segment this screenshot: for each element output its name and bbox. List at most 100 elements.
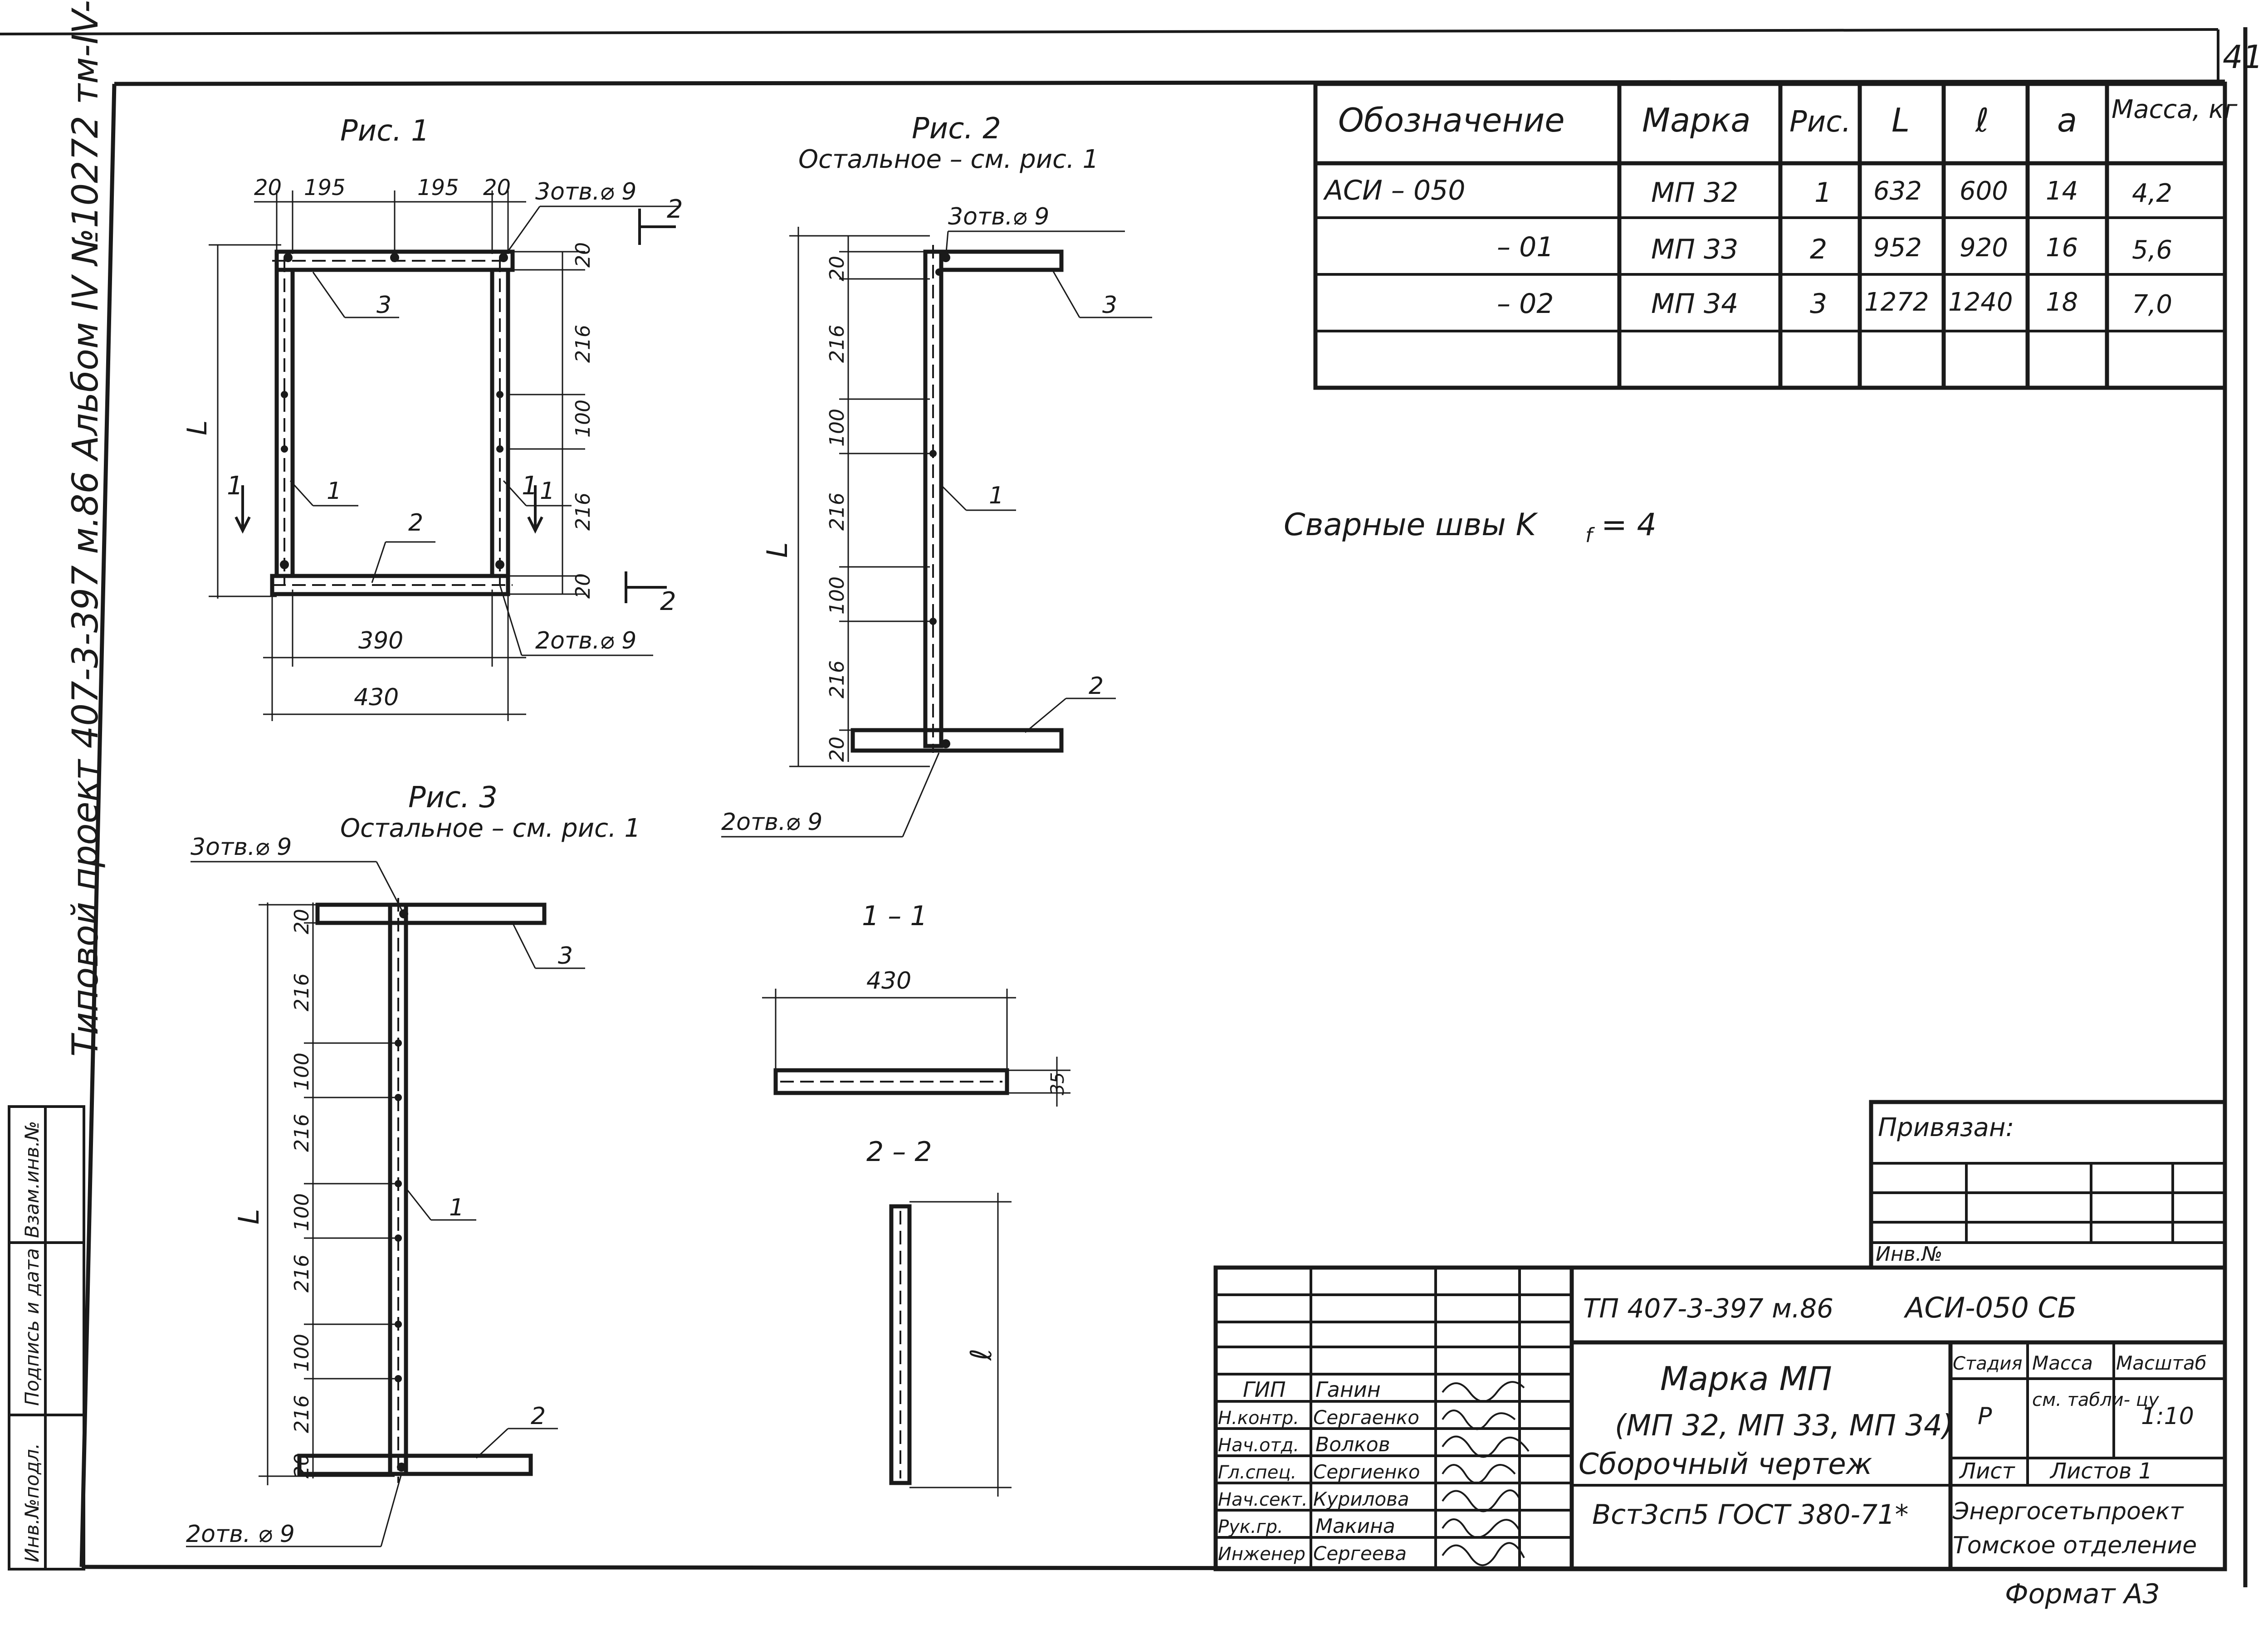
spec-r1-l: 920 (1960, 233, 2008, 263)
fig3-subtitle: Остальное – см. рис. 1 (340, 814, 640, 843)
fig3-dim-left-7: 216 (290, 1395, 313, 1433)
fig2-dim-left-1: 216 (826, 325, 849, 363)
weld-note-value: = 4 (1601, 507, 1657, 543)
fig1-holes (280, 253, 508, 569)
fig1-cut-1a: 1 (227, 471, 243, 501)
fig2-dim-left-4: 100 (826, 576, 849, 615)
sig-role-4: Нач.сект. (1218, 1489, 1308, 1510)
fig1-cut-1b: 1 (522, 471, 538, 501)
fig1-dim-right-0: 20 (572, 242, 595, 268)
side-project-text: Типовой проект 407-3-397 м.86 Альбом IV … (65, 0, 106, 1057)
fig2-pos-3: 3 (1102, 292, 1117, 319)
fig2-pos-1: 1 (989, 482, 1004, 509)
sig-name-5: Макина (1315, 1515, 1395, 1538)
sig-name-2: Волков (1315, 1433, 1390, 1456)
sig-role-6: Инженер (1218, 1544, 1305, 1565)
fig1-dim-height: L (181, 420, 213, 435)
fig1-dim-outer: 430 (354, 684, 399, 711)
fig3-dim-height: L (232, 1209, 265, 1224)
spec-header-mass: Масса, кг (2112, 95, 2238, 124)
spec-r1-L: 952 (1873, 233, 1922, 263)
binding-title: Привязан: (1878, 1113, 2014, 1142)
fig1-dim-right-2: 100 (572, 400, 595, 438)
section11-dim-height: 35 (1047, 1072, 1068, 1095)
figure-1: Рис. 1 20 195 195 20 3отв.⌀ 9 (181, 114, 683, 721)
spec-header-a: a (2057, 101, 2077, 139)
section11-dim-width: 430 (866, 967, 911, 995)
fig1-dim-right-3: 216 (572, 493, 595, 531)
sig-role-3: Гл.спец. (1218, 1462, 1296, 1483)
title-block: ГИП Ганин Н.контр. Сергаенко Нач.отд. Во… (1213, 1265, 2227, 1571)
figure-3: Рис. 3 Остальное – см. рис. 1 3отв.⌀ 9 3… (186, 781, 640, 1548)
tb-mass-header: Масса (2032, 1352, 2093, 1374)
tb-scale: 1:10 (2141, 1403, 2194, 1430)
fig2-dim-left-5: 216 (826, 660, 849, 698)
fig3-title: Рис. 3 (408, 781, 498, 815)
fig2-subtitle: Остальное – см. рис. 1 (798, 145, 1099, 174)
fig3-holes (395, 909, 408, 1472)
spec-r0-l: 600 (1960, 176, 2008, 206)
sig-name-4: Курилова (1313, 1488, 1409, 1510)
weld-note-text: Сварные швы K (1284, 507, 1539, 543)
spec-r0-fig: 1 (1814, 177, 1832, 209)
spec-r1-mark: МП 33 (1651, 234, 1738, 265)
tb-org-line1: Энергосетьпроект (1952, 1498, 2184, 1525)
spec-r1-fig: 2 (1810, 234, 1827, 265)
spec-r0-mark: МП 32 (1651, 177, 1738, 209)
fig1-dim-top-3: 20 (483, 175, 511, 200)
spec-header-mark: Марка (1642, 101, 1751, 139)
spec-r2-mass: 7,0 (2132, 290, 2172, 319)
fig1-cut-2b: 2 (660, 587, 676, 616)
side-box-replace: Взам.инв.№ (21, 1121, 43, 1238)
weld-note-sub: f (1585, 524, 1595, 547)
spec-r2-l: 1240 (1948, 288, 2013, 317)
weld-note: Сварные швы K f = 4 (1284, 507, 1657, 547)
fig1-note-top-holes: 3отв.⌀ 9 (535, 178, 636, 205)
fig2-title: Рис. 2 (912, 112, 1001, 146)
tb-name-line1: Марка МП (1660, 1360, 1832, 1398)
format-label: Формат А3 (2005, 1578, 2160, 1610)
spec-r2-designation: – 02 (1497, 288, 1554, 320)
side-box-inv: Инв.№подл. (21, 1443, 43, 1562)
fig2-dim-left-3: 216 (826, 493, 849, 531)
sig-role-2: Нач.отд. (1218, 1435, 1299, 1456)
fig1-cut-2a: 2 (667, 195, 683, 224)
binding-inv: Инв.№ (1876, 1243, 1942, 1266)
tb-name-line3: Сборочный чертеж (1579, 1448, 1872, 1481)
section-2-2: 2 – 2 ℓ (866, 1136, 1012, 1497)
spec-r0-designation: АСИ – 050 (1323, 175, 1466, 206)
fig3-dim-left-4: 100 (290, 1193, 313, 1231)
side-stamp: Типовой проект 407-3-397 м.86 Альбом IV … (8, 0, 106, 1571)
spec-r1-a: 16 (2046, 233, 2078, 263)
fig2-dim-left-2: 100 (826, 409, 849, 447)
sig-role-0: ГИП (1243, 1377, 1286, 1402)
tb-stage: Р (1978, 1403, 1992, 1430)
binding-box: Привязан: Инв.№ (1869, 1100, 2227, 1270)
fig1-dim-right-4: 20 (572, 573, 595, 599)
fig1-pos-1a: 1 (327, 478, 342, 505)
section11-title: 1 – 1 (862, 900, 928, 932)
fig1-title: Рис. 1 (340, 114, 430, 148)
section-1-1: 1 – 1 430 35 (762, 900, 1070, 1107)
fig3-dim-left-1: 216 (290, 973, 313, 1011)
fig1-note-bottom-holes: 2отв.⌀ 9 (535, 627, 636, 654)
spec-r1-mass: 5,6 (2132, 235, 2172, 265)
spec-table: Обозначение Марка Рис. L ℓ a Масса, кг А… (1313, 82, 2238, 390)
tb-sheets-label: Листов 1 (2049, 1458, 2152, 1484)
tb-scale-header: Масштаб (2116, 1352, 2207, 1374)
spec-header-l: ℓ (1975, 101, 1989, 139)
fig3-dim-left-8: 20 (290, 1453, 313, 1478)
spec-r0-mass: 4,2 (2132, 179, 2172, 208)
fig3-pos-2: 2 (531, 1403, 546, 1430)
fig1-pos-2: 2 (408, 509, 423, 537)
tb-name-line2: (МП 32, МП 33, МП 34) (1615, 1409, 1954, 1443)
fig3-dim-left-0: 20 (290, 909, 313, 934)
sheet-number: 41 (2223, 39, 2263, 76)
sig-name-0: Ганин (1315, 1377, 1381, 1402)
sig-name-6: Сергеева (1313, 1542, 1407, 1565)
tb-stage-header: Стадия (1953, 1353, 2022, 1374)
fig3-note-top-holes: 3отв.⌀ 9 (191, 834, 292, 861)
spec-r0-a: 14 (2046, 176, 2078, 206)
tb-mass: см. табли- цу (2032, 1390, 2160, 1410)
